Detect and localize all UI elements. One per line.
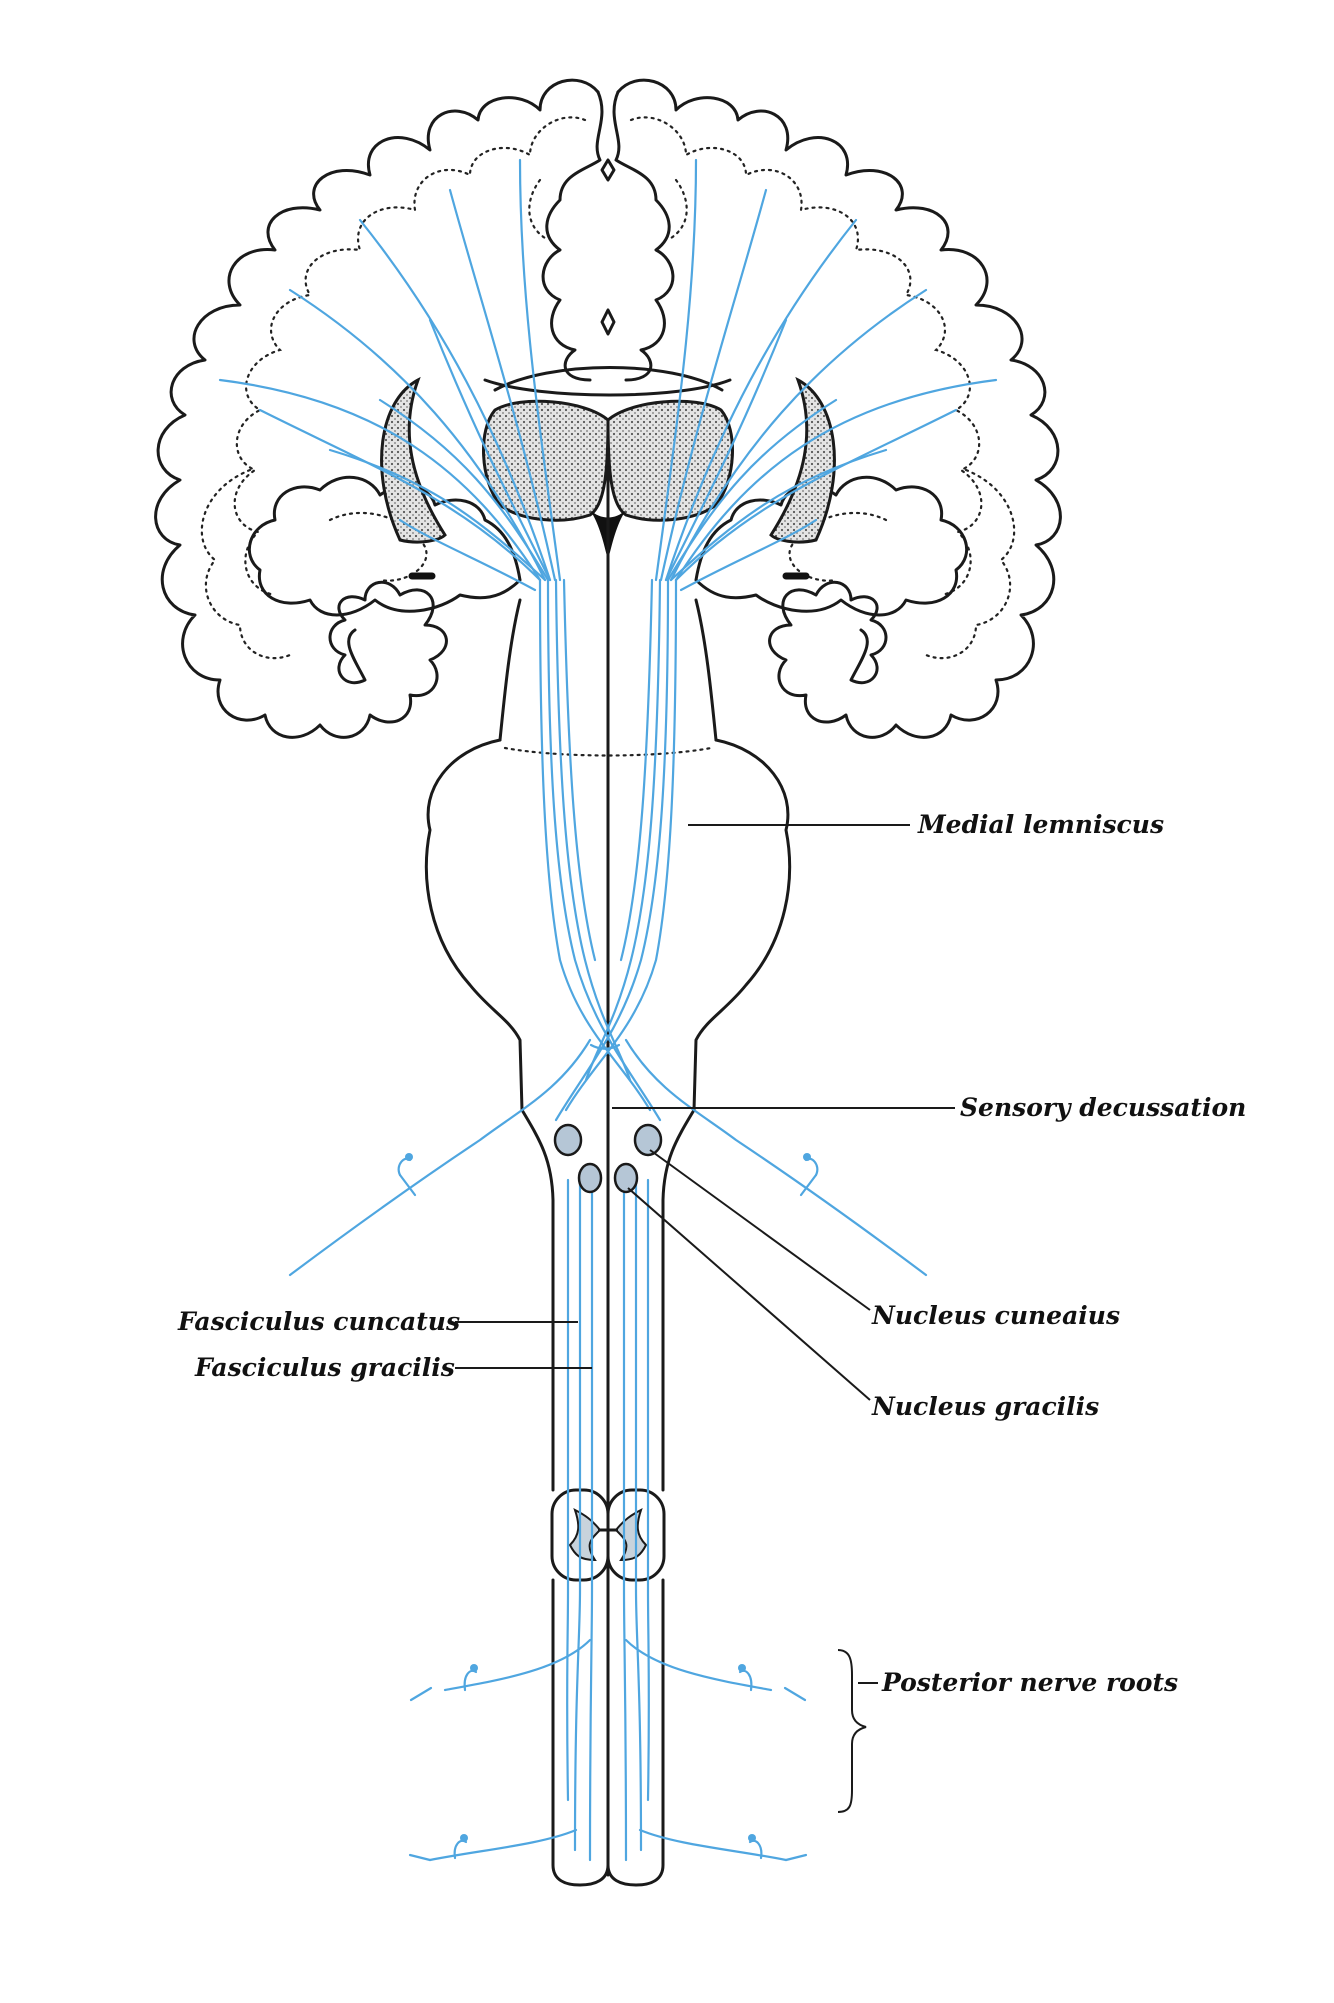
- right-nucleus-cuneatus: [635, 1125, 661, 1155]
- left-nucleus-cuneatus: [555, 1125, 581, 1155]
- label-nucleus-cuneatus: Nucleus cuneaius: [871, 1301, 1120, 1330]
- midline-diamond: [602, 160, 614, 180]
- left-nucleus-gracilis: [579, 1164, 601, 1192]
- label-sensory-decussation: Sensory decussation: [960, 1093, 1246, 1122]
- corpus-callosum-arch: [485, 380, 730, 395]
- label-nucleus-gracilis: Nucleus gracilis: [871, 1392, 1099, 1421]
- label-fasciculus-cuneatus: Fasciculus cuncatus: [177, 1307, 460, 1336]
- medulla-left: [522, 1110, 553, 1490]
- medial-cortex-left: [543, 92, 602, 380]
- label-medial-lemniscus: Medial lemniscus: [917, 810, 1164, 839]
- midline-diamond-2: [602, 310, 614, 334]
- corpus-callosum-inner: [495, 368, 722, 391]
- label-posterior-nerve-roots: Posterior nerve roots: [881, 1668, 1178, 1697]
- medial-cortex-right: [614, 92, 673, 380]
- label-fasciculus-gracilis: Fasciculus gracilis: [194, 1353, 455, 1382]
- right-nucleus-gracilis: [615, 1164, 637, 1192]
- medulla-right: [663, 1110, 694, 1490]
- brainstem: [426, 420, 789, 1875]
